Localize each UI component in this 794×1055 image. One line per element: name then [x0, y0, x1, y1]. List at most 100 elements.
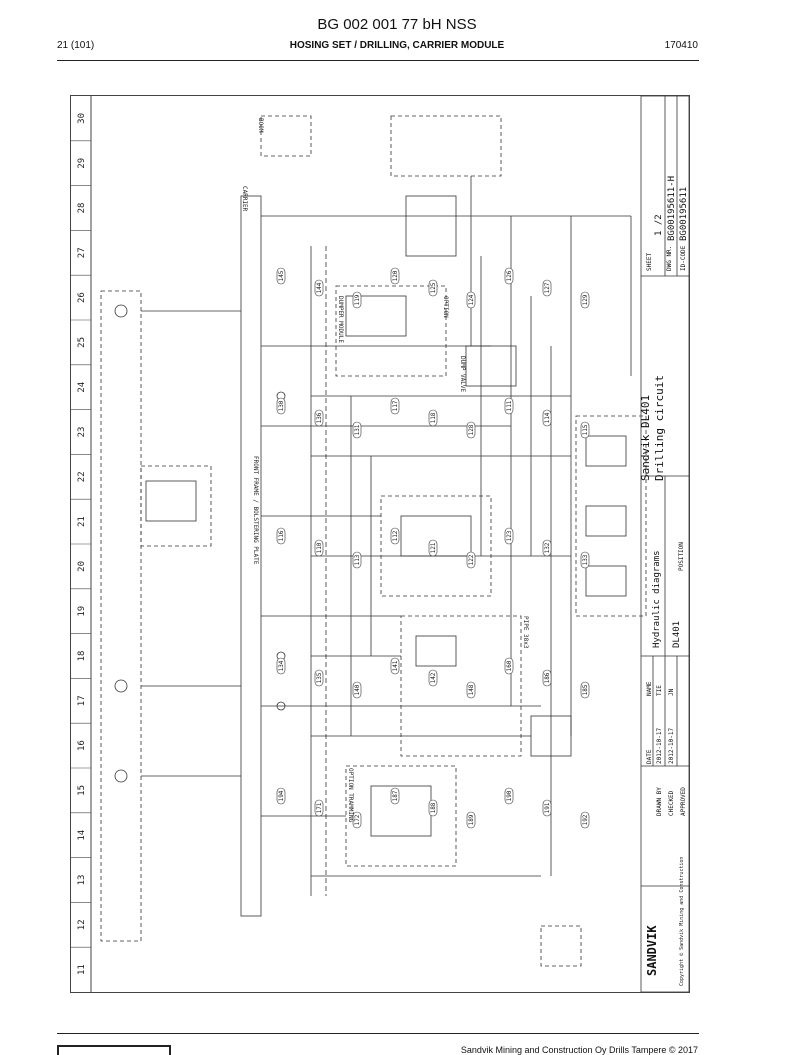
- hose-marker: 135: [314, 669, 324, 687]
- hose-marker: 121: [428, 539, 438, 557]
- hose-marker: 128: [466, 421, 476, 439]
- svg-text:127: 127: [544, 282, 551, 293]
- svg-text:133: 133: [582, 554, 589, 565]
- svg-text:145: 145: [278, 270, 285, 281]
- hose-marker: 172: [352, 811, 362, 829]
- idcode-value: BG00195611: [679, 187, 689, 241]
- column-number: 30: [77, 113, 87, 124]
- hose-marker: 160: [504, 657, 514, 675]
- hose-number-markers: 145 144 119 120 125 124 126 127 129 130 136 131 117 1…: [276, 267, 590, 829]
- column-number: 19: [77, 606, 87, 617]
- svg-text:112: 112: [392, 530, 399, 541]
- product-title: Sandvik DL401: [639, 395, 652, 481]
- svg-text:136: 136: [316, 412, 323, 423]
- svg-text:124: 124: [468, 294, 475, 305]
- hose-marker: 145: [276, 267, 286, 285]
- svg-text:113: 113: [354, 554, 361, 565]
- footer-rule: [57, 1033, 699, 1034]
- svg-text:191: 191: [544, 802, 551, 813]
- drawn-label: DRAWN BY: [656, 787, 663, 816]
- hose-marker: 113: [352, 551, 362, 569]
- svg-text:140: 140: [354, 684, 361, 695]
- copyright: Copyright © Sandvik Mining and Construct…: [679, 857, 685, 986]
- subtitle: Hydraulic diagrams: [652, 550, 662, 648]
- checked-name: JN: [668, 688, 675, 696]
- svg-text:141: 141: [392, 660, 399, 671]
- svg-text:144: 144: [316, 282, 323, 293]
- sandvik-logo: [57, 1045, 171, 1055]
- option-tramming-label: OPTION TRAMMING: [347, 768, 354, 823]
- hose-marker: 133: [580, 551, 590, 569]
- hose-marker: 111: [504, 397, 514, 415]
- svg-text:135: 135: [316, 672, 323, 683]
- hose-marker: 125: [428, 279, 438, 297]
- hose-marker: 115: [580, 421, 590, 439]
- hose-marker: 187: [390, 787, 400, 805]
- svg-text:120: 120: [392, 270, 399, 281]
- svg-text:116: 116: [278, 530, 285, 541]
- column-number: 28: [77, 203, 87, 214]
- column-number: 25: [77, 337, 87, 348]
- svg-text:160: 160: [506, 660, 513, 671]
- column-number: 20: [77, 561, 87, 572]
- column-number: 13: [77, 875, 87, 886]
- hose-marker: 126: [504, 267, 514, 285]
- column-number: 24: [77, 382, 87, 393]
- svg-text:134: 134: [278, 660, 285, 671]
- svg-text:185: 185: [582, 684, 589, 695]
- date-header: DATE: [646, 749, 653, 764]
- hose-marker: 185: [580, 681, 590, 699]
- svg-text:119: 119: [354, 294, 361, 305]
- hose-marker: 124: [466, 291, 476, 309]
- section-title: HOSING SET / DRILLING, CARRIER MODULE: [289, 40, 505, 51]
- sheet-value: 1 /2: [654, 214, 664, 236]
- pipe-label: PIPE 38x3: [522, 616, 529, 649]
- svg-text:186: 186: [544, 672, 551, 683]
- svg-text:117: 117: [392, 400, 399, 411]
- front-frame-label: FRONT FRAME / BOLSTERING PLATE: [252, 456, 259, 565]
- hose-marker: 119: [352, 291, 362, 309]
- svg-text:129: 129: [582, 294, 589, 305]
- hose-marker: 120: [390, 267, 400, 285]
- svg-text:118: 118: [430, 412, 437, 423]
- hose-marker: 140: [352, 681, 362, 699]
- header-rule: [57, 60, 699, 61]
- footer-company: Sandvik Mining and Construction Oy Drill…: [460, 1045, 698, 1055]
- dumper-module-label: DUMPER MODULE: [337, 296, 344, 343]
- hose-marker: 131: [352, 421, 362, 439]
- approved-label: APPROVED: [680, 787, 687, 816]
- position-label: POSITION: [678, 542, 685, 571]
- hose-marker: 114: [542, 409, 552, 427]
- svg-text:114: 114: [544, 412, 551, 423]
- dump-valve-label: DUMP VALVE: [459, 356, 466, 393]
- dwg-value: BG00195611-H: [667, 176, 677, 241]
- circuit-title: Drilling circuit: [653, 375, 666, 481]
- column-number: 11: [77, 964, 87, 975]
- sheet-label: SHEET: [646, 253, 653, 271]
- hose-marker: 189: [466, 811, 476, 829]
- hose-marker: 116: [276, 527, 286, 545]
- column-number: 27: [77, 247, 87, 258]
- column-number: 26: [77, 292, 87, 303]
- drawn-name: TIE: [656, 685, 663, 696]
- svg-text:123: 123: [506, 530, 513, 541]
- hose-marker: 190: [504, 787, 514, 805]
- model-label: DL401: [672, 621, 682, 648]
- hose-marker: 123: [504, 527, 514, 545]
- hose-marker: 142: [428, 669, 438, 687]
- hose-marker: 130: [276, 397, 286, 415]
- svg-text:132: 132: [544, 542, 551, 553]
- hose-marker: 141: [390, 657, 400, 675]
- hose-marker: 134: [276, 657, 286, 675]
- name-header: NAME: [646, 681, 653, 696]
- hose-marker: 122: [466, 551, 476, 569]
- checked-label: CHECKED: [668, 790, 675, 816]
- column-number: 12: [77, 919, 87, 930]
- option-drill-label: OPTION: [442, 296, 449, 318]
- document-code: BG 002 001 77 bH NSS: [317, 16, 477, 33]
- idcode-label: ID-CODE: [680, 245, 687, 271]
- svg-text:131: 131: [354, 424, 361, 435]
- hose-marker: 129: [580, 291, 590, 309]
- svg-text:126: 126: [506, 270, 513, 281]
